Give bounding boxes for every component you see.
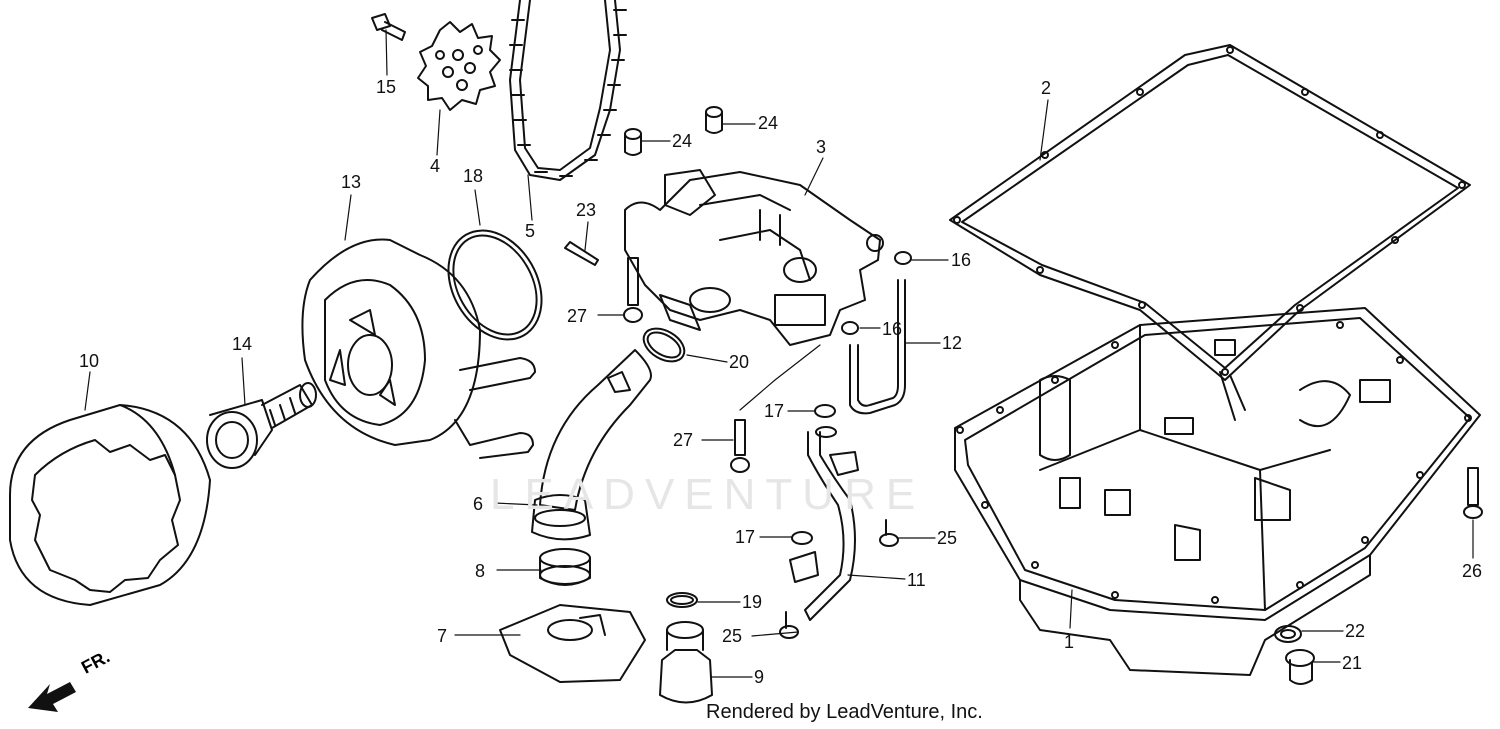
callout-1: 1 [1064,632,1075,652]
seal-part [540,549,590,585]
callout-27a: 27 [567,306,588,326]
o-ring-18-part [430,214,561,356]
callout-24b: 24 [672,131,693,151]
callout-12: 12 [942,333,963,353]
callout-3: 3 [816,137,827,157]
o-ring-19-part [667,593,697,607]
strainer-part [500,605,645,682]
callout-13: 13 [341,172,362,192]
callout-25a: 25 [937,528,958,548]
dowel-pin-part [625,107,722,155]
bolt-27-part [624,258,749,472]
washer-16-part [842,252,911,334]
callout-11: 11 [907,570,926,590]
pin-part [565,242,598,265]
credit-text: Rendered by LeadVenture, Inc. [706,701,983,723]
callout-27b: 27 [673,430,694,450]
callout-24a: 24 [758,113,779,133]
o-ring-20-part [638,322,690,368]
chain-part [510,0,626,180]
callout-17a: 17 [764,401,785,421]
callout-2: 2 [1041,78,1052,98]
callout-7: 7 [437,626,448,646]
drain-bolt-part [1286,650,1314,684]
front-arrow-icon [28,682,76,712]
bolt-26-part [1464,468,1482,518]
oil-cooler-part [302,240,535,459]
gasket-part [950,45,1470,380]
bolt-15-part [372,14,405,40]
oil-filter-part [10,405,210,605]
callout-18: 18 [463,166,484,186]
callout-6: 6 [473,494,484,514]
strainer-pipe-part [532,350,651,539]
callout-9: 9 [754,667,765,687]
callout-22: 22 [1345,621,1366,641]
callout-4: 4 [430,156,441,176]
sprocket-part [418,22,500,110]
oil-pipe-part [790,427,858,620]
oil-pump-part [625,170,883,345]
callout-16a: 16 [951,250,972,270]
callout-15: 15 [376,77,397,97]
callout-16b: 16 [882,319,903,339]
oil-pipe-part-2 [850,280,905,413]
callout-5: 5 [525,221,536,241]
oil-pan-part [955,308,1480,675]
callout-25b: 25 [722,626,743,646]
leader-lines [85,30,1473,677]
flange-bolt-25-part [780,520,898,638]
watermark-text: LEADVENTURE [490,470,926,519]
callout-19: 19 [742,592,763,612]
callout-17b: 17 [735,527,756,547]
callout-14: 14 [232,334,253,354]
pressure-switch-part [660,622,712,703]
center-bolt-part [207,383,316,468]
washer-22-part [1275,626,1301,642]
callout-10: 10 [79,351,100,371]
callout-8: 8 [475,561,486,581]
callout-23: 23 [576,200,597,220]
callout-20: 20 [729,352,750,372]
callout-21: 21 [1342,653,1363,673]
callout-26: 26 [1462,561,1483,581]
